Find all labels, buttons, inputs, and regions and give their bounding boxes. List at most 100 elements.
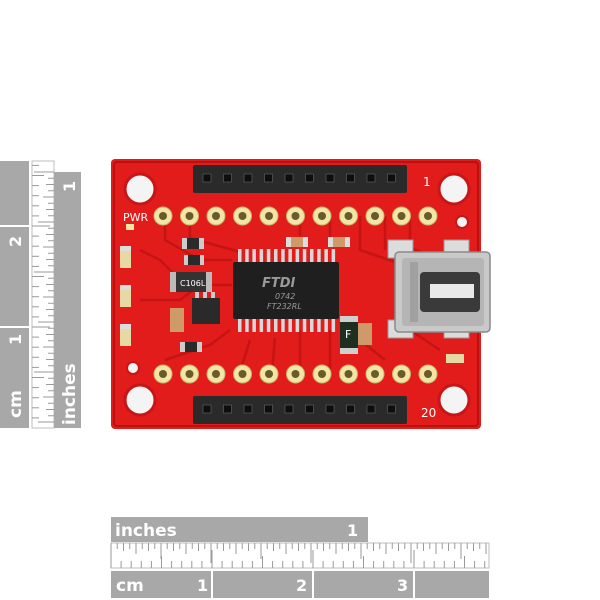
chip-pin-top (310, 249, 314, 263)
regulator (192, 298, 220, 324)
bottom-pad-hole (424, 370, 432, 378)
pwr-label: PWR (123, 211, 149, 224)
top-socket (305, 173, 314, 183)
chip-line-1: 0742 (275, 292, 295, 301)
chip-pin-bottom (266, 318, 271, 332)
top-pad-hole (424, 212, 432, 220)
horizontal-cm-label: cm (116, 576, 144, 596)
top-pad-hole (238, 212, 247, 220)
chip-pin-top (259, 249, 264, 263)
chip-pin-bottom (274, 318, 278, 332)
bottom-pad-hole (159, 370, 167, 378)
top-pad-hole (318, 212, 326, 220)
bottom-socket (387, 404, 396, 414)
top-socket (346, 173, 355, 183)
bottom-socket (284, 404, 294, 414)
fuse-component: F (340, 316, 358, 354)
bottom-socket (305, 404, 314, 414)
vertical-inches-label: inches (60, 363, 80, 425)
top-pad-hole (212, 212, 220, 220)
top-pin-header (193, 165, 407, 193)
capacitor-label: C106L (180, 279, 206, 288)
bottom-pad-hole (291, 370, 300, 378)
chip-pin-bottom (252, 318, 256, 332)
chip-pin-top (274, 249, 278, 263)
chip-pin-bottom (310, 318, 314, 332)
top-socket (264, 173, 273, 183)
top-header-sockets (202, 173, 396, 183)
vertical-ruler-ticks (32, 164, 54, 423)
bottom-pad-hole (371, 370, 379, 378)
chip-pin-bottom (259, 318, 264, 332)
vertical-cm-label: cm (6, 390, 26, 418)
smd-components (120, 224, 464, 363)
top-pad-hole (371, 212, 379, 220)
top-socket (284, 173, 294, 183)
bottom-socket (325, 404, 335, 414)
bottom-pad-hole (344, 370, 353, 378)
chip-pin-top (281, 249, 285, 263)
bottom-pad-hole (185, 370, 194, 378)
vertical-inches-mark-1: 1 (60, 181, 79, 192)
chip-pin-bottom (302, 318, 307, 332)
chip-pin-top (317, 249, 321, 263)
top-pad-row (153, 206, 438, 226)
capacitor-c106l: C106L (170, 272, 212, 292)
chip-logo: FTDI (262, 276, 296, 291)
horizontal-cm-mark-1: 1 (197, 576, 208, 595)
top-socket (243, 173, 253, 183)
mounting-hole-bottom-right (437, 383, 471, 417)
bottom-pad-hole (212, 370, 220, 378)
top-socket (202, 173, 212, 183)
vertical-cm-strip (0, 161, 29, 428)
chip-pin-bottom (281, 318, 285, 332)
horizontal-inches-label: inches (115, 521, 177, 541)
chip-pin-top (324, 249, 328, 263)
top-socket (366, 173, 376, 183)
chip-pin-bottom (324, 318, 328, 332)
bottom-socket (202, 404, 212, 414)
bottom-socket (223, 404, 232, 414)
bottom-pad-row (153, 364, 438, 384)
top-pad-hole (159, 212, 167, 220)
bottom-header-sockets (202, 404, 396, 414)
top-pad-hole (397, 212, 406, 220)
chip-line-2: FT232RL (267, 302, 302, 311)
chip-pin-bottom (317, 318, 321, 332)
bottom-pad-hole (318, 370, 326, 378)
bottom-socket (346, 404, 355, 414)
top-pad-hole (265, 212, 273, 220)
bottom-socket (264, 404, 273, 414)
chip-pin-top (238, 249, 242, 263)
pin-1-label: 1 (423, 175, 431, 189)
horizontal-cm-mark-3: 3 (397, 576, 408, 595)
chip-pin-top (245, 249, 249, 263)
top-pad-hole (185, 212, 194, 220)
chip-pin-top (288, 249, 292, 263)
ftdi-chip: FTDI 0742 FT232RL (233, 249, 339, 332)
chip-pin-bottom (238, 318, 242, 332)
vertical-ruler: cm 2 1 inches 1 (0, 160, 81, 429)
top-pad-hole (291, 212, 300, 220)
top-socket (223, 173, 232, 183)
bottom-pad-hole (397, 370, 406, 378)
chip-pin-top (295, 249, 300, 263)
chip-body (233, 262, 339, 319)
bottom-pin-header (193, 396, 407, 424)
top-pad-hole (344, 212, 353, 220)
chip-pin-bottom (288, 318, 292, 332)
bottom-socket (243, 404, 253, 414)
chip-pin-bottom (245, 318, 249, 332)
chip-pin-bottom (331, 318, 336, 332)
pcb-board: PWR 1 20 FTDI 0742 FT232RL C106L F (111, 159, 491, 429)
bottom-socket (366, 404, 376, 414)
chip-pin-top (331, 249, 336, 263)
horizontal-cm-strip (111, 571, 489, 598)
fuse-label: F (345, 328, 351, 341)
horizontal-ruler: inches 1 cm 1 2 3 (110, 517, 490, 598)
bottom-pad-hole (238, 370, 247, 378)
mounting-hole-bottom-left (123, 383, 157, 417)
mounting-hole-top-left (123, 172, 157, 206)
horizontal-inches-mark-1: 1 (347, 521, 358, 540)
